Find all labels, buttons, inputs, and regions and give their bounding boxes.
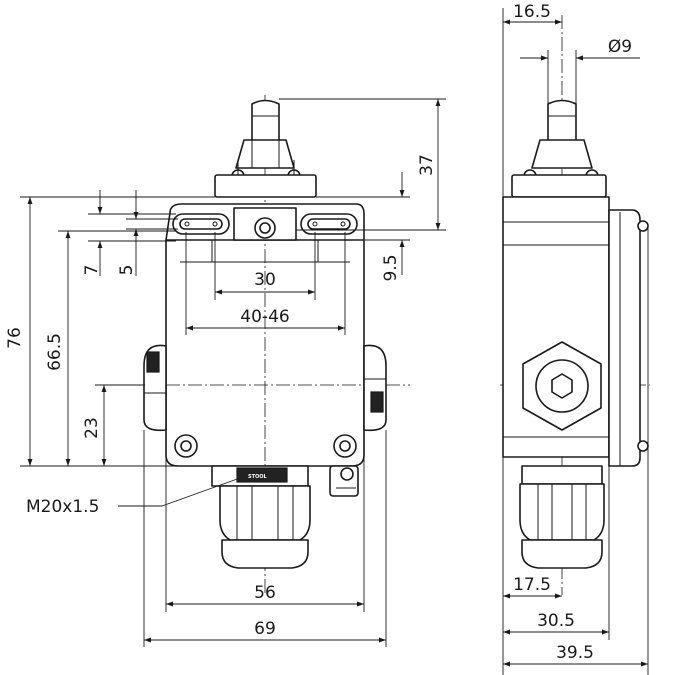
gland-marking: STOOL <box>248 474 268 480</box>
dim-body-depth: 30.5 <box>537 611 575 631</box>
top-flange <box>165 203 365 241</box>
front-dimensions: 76 66.5 23 7 5 30 <box>5 98 446 647</box>
dim-top-offset: 9.5 <box>381 254 401 281</box>
dim-cable-height: 23 <box>82 417 102 439</box>
side-view: 16.5 Ø9 17.5 30.5 39.5 <box>500 2 650 675</box>
dim-gland-offset: 17.5 <box>513 575 551 595</box>
dim-plunger-diameter: Ø9 <box>608 37 632 57</box>
plunger <box>214 99 317 198</box>
dim-overall-width: 69 <box>254 619 276 639</box>
dim-mount-range: 40-46 <box>240 307 289 327</box>
dim-plunger-height: 37 <box>417 154 437 176</box>
dim-base-width: 56 <box>254 583 276 603</box>
dim-hole-spacing: 30 <box>254 270 276 290</box>
side-dimensions: 16.5 Ø9 17.5 30.5 39.5 <box>502 2 649 675</box>
left-knob <box>143 344 167 432</box>
dim-lower-height: 66.5 <box>45 333 65 371</box>
front-view: STOOL 76 66.5 23 <box>5 95 446 647</box>
dim-slot-width: 5 <box>117 265 137 276</box>
dim-overall-height: 76 <box>5 327 25 349</box>
cable-gland: STOOL <box>211 465 359 569</box>
side-plunger <box>511 99 607 198</box>
side-gland <box>519 465 605 569</box>
thread-label: M20x1.5 <box>26 497 99 517</box>
side-body <box>502 196 649 467</box>
right-knob <box>363 344 387 432</box>
dim-overall-depth: 39.5 <box>556 643 594 663</box>
dim-slot-offset: 7 <box>82 265 102 276</box>
dim-side-top-offset: 16.5 <box>513 2 551 22</box>
